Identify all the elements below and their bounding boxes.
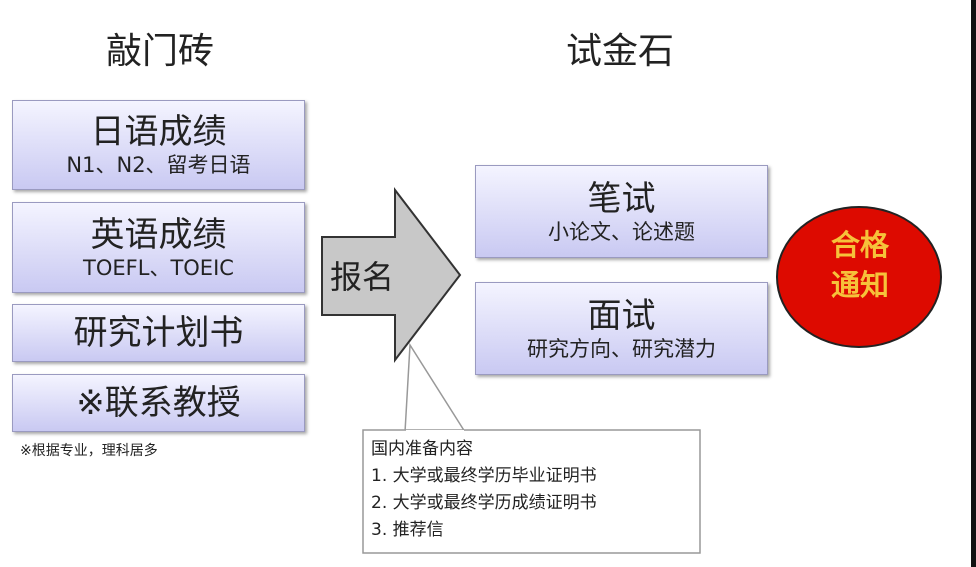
box-english-score: 英语成绩 TOEFL、TOEIC (12, 202, 305, 293)
apply-arrow (321, 187, 462, 363)
callout-title: 国内准备内容 (371, 439, 473, 459)
callout-frame (362, 429, 701, 554)
box-sub: 研究方向、研究潜力 (527, 336, 716, 361)
result-text: 合格 通知 (800, 225, 920, 305)
arrow-label: 报名 (330, 258, 395, 296)
box-main: 研究计划书 (73, 313, 244, 353)
box-research-plan: 研究计划书 (12, 304, 305, 362)
box-main: ※联系教授 (76, 383, 241, 423)
box-main: 日语成绩 (90, 112, 227, 152)
right-edge-border (971, 0, 976, 567)
box-sub: N1、N2、留考日语 (66, 153, 251, 177)
box-japanese-score: 日语成绩 N1、N2、留考日语 (12, 100, 305, 190)
callout-item: 3. 推荐信 (371, 520, 444, 540)
header-left: 敲门砖 (105, 31, 214, 72)
box-written-exam: 笔试 小论文、论述题 (475, 165, 768, 258)
callout-item: 2. 大学或最终学历成绩证明书 (371, 493, 597, 513)
callout-domestic-prep: 国内准备内容 1. 大学或最终学历毕业证明书 2. 大学或最终学历成绩证明书 3… (363, 430, 700, 553)
box-main: 面试 (587, 295, 656, 336)
header-right: 试金石 (565, 31, 674, 72)
box-sub: TOEFL、TOEIC (83, 255, 234, 280)
result-line2: 通知 (830, 268, 889, 302)
box-main: 英语成绩 (90, 214, 227, 255)
box-interview: 面试 研究方向、研究潜力 (475, 282, 768, 375)
result-line1: 合格 (830, 228, 889, 262)
callout-item: 1. 大学或最终学历毕业证明书 (371, 466, 597, 486)
result-circle (776, 206, 942, 348)
box-sub: 小论文、论述题 (548, 219, 695, 244)
box-contact-professor: ※联系教授 (12, 374, 305, 432)
box-main: 笔试 (587, 178, 656, 219)
footnote: ※根据专业，理科居多 (20, 443, 158, 459)
callout-pointer (404, 342, 467, 433)
